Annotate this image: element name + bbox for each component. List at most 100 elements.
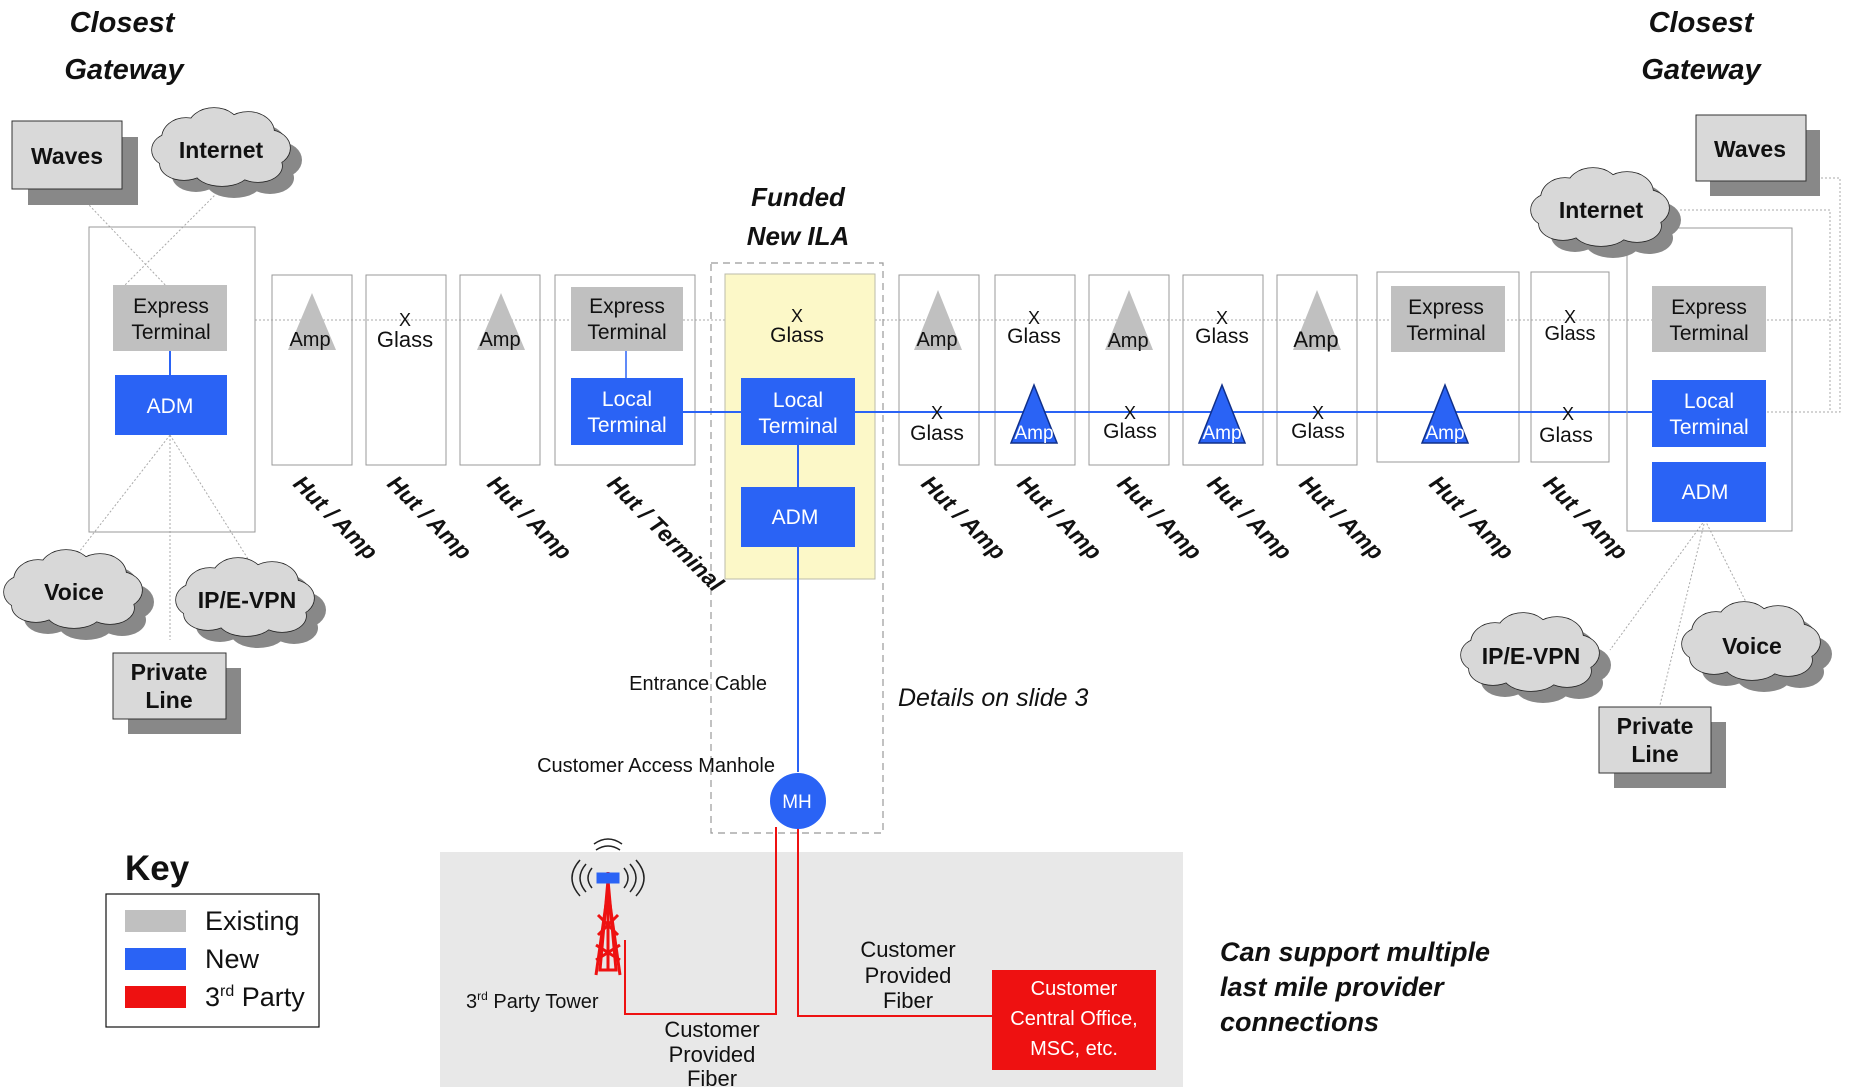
left-express-label-1: Express — [133, 295, 209, 318]
ila-local-terminal — [741, 378, 855, 445]
fiber-b-label-2: Provided — [865, 963, 952, 988]
glass-label-6: Glass — [1291, 420, 1345, 443]
ila-adm-label: ADM — [772, 506, 819, 529]
hut4-express-label-2: Terminal — [587, 321, 666, 344]
left-ipvpn-label: IP/E-VPN — [198, 587, 296, 613]
glass-label-8: Glass — [1539, 424, 1593, 447]
key-title: Key — [125, 849, 190, 888]
amp-existing-2 — [477, 293, 525, 350]
funded-title-1: Funded — [751, 182, 846, 212]
left-ipvpn-cloud: IP/E-VPN — [175, 557, 326, 648]
glass-x-6: X — [1312, 403, 1324, 423]
left-adm — [115, 375, 227, 435]
right-internet-label: Internet — [1559, 197, 1644, 223]
hut-label-6: Hut / Amp — [1012, 470, 1107, 565]
key-third-party-label: 3rd Party — [205, 982, 305, 1012]
ila-local-label-1: Local — [773, 389, 823, 412]
hut-labels: Hut / Amp Hut / Amp Hut / Amp Hut / Term… — [288, 470, 1633, 597]
right-waves-box: Waves — [1695, 114, 1820, 196]
right-adm — [1652, 462, 1766, 522]
co-label-3: MSC, etc. — [1030, 1038, 1118, 1060]
right-local-label-1: Local — [1684, 390, 1734, 413]
fiber-b-label-3: Fiber — [883, 988, 933, 1013]
glass-x-5: X — [1216, 308, 1228, 328]
left-private-label-2: Line — [145, 687, 192, 713]
amp-label-4: Amp — [1107, 330, 1148, 352]
left-adm-label: ADM — [147, 395, 194, 418]
left-voice-cloud: Voice — [3, 549, 154, 640]
hut-boxes — [271, 271, 1610, 466]
ila-adm — [741, 487, 855, 547]
left-voice-label: Voice — [44, 579, 104, 605]
hut4-express-terminal — [571, 287, 683, 351]
hut-label-5: Hut / Amp — [916, 470, 1011, 565]
right-internet-cloud: Internet — [1530, 167, 1681, 258]
manhole-text: MH — [782, 792, 812, 813]
left-waves-box: Waves — [11, 120, 138, 205]
right-express-terminal — [1652, 286, 1766, 352]
amp-label-1: Amp — [289, 329, 330, 351]
details-label: Details on slide 3 — [898, 684, 1088, 712]
tower-label: 3rd Party Tower — [466, 989, 599, 1013]
left-waves-label: Waves — [31, 143, 103, 169]
key-new-label: New — [205, 944, 260, 974]
amp-label-3: Amp — [916, 329, 957, 351]
glass-label-4: Glass — [1103, 420, 1157, 443]
glass-x-8: X — [1562, 404, 1574, 424]
ila-glass-x: X — [791, 306, 803, 326]
hut4-local-label-2: Terminal — [587, 414, 666, 437]
fiber-a-label-1: Customer — [664, 1017, 759, 1042]
tower-signal-icon — [571, 838, 645, 897]
hut4-express-label-1: Express — [589, 295, 665, 318]
right-gateway-title-2: Gateway — [1641, 54, 1762, 86]
hut-label-4: Hut / Terminal — [602, 470, 729, 597]
glass-x-1: X — [399, 310, 411, 330]
fiber-b-label-1: Customer — [860, 937, 955, 962]
left-express-terminal — [113, 285, 227, 351]
fiber-a-label-3: Fiber — [687, 1066, 737, 1087]
amp-existing-5 — [1293, 290, 1341, 350]
third-party-fiber — [624, 827, 992, 1017]
fiber-a-label-2: Provided — [669, 1042, 756, 1067]
amp-existing-1 — [288, 293, 336, 350]
ila-glass-label: Glass — [770, 324, 824, 347]
hut-label-11: Hut / Amp — [1538, 470, 1633, 565]
co-label-1: Customer — [1031, 978, 1118, 1000]
left-private-line-box: Private Line — [112, 652, 241, 734]
right-adm-label: ADM — [1682, 481, 1729, 504]
right-gateway-title-1: Closest — [1649, 7, 1755, 39]
right-ipvpn-cloud: IP/E-VPN — [1460, 612, 1611, 703]
support-note-2: last mile provider — [1220, 972, 1445, 1002]
glass-label-7: Glass — [1544, 323, 1595, 345]
support-note-1: Can support multiple — [1220, 937, 1490, 967]
glass-label-3: Glass — [1007, 325, 1061, 348]
tower-icon — [594, 872, 622, 976]
amp-new-label-3: Amp — [1425, 423, 1464, 444]
amp-label-5: Amp — [1293, 327, 1338, 352]
glass-x-3: X — [1028, 308, 1040, 328]
hut10-express-label-1: Express — [1408, 296, 1484, 319]
left-private-label-1: Private — [131, 659, 208, 685]
hut10-express-terminal — [1391, 286, 1505, 352]
glass-x-4: X — [1124, 403, 1136, 423]
amp-new-3 — [1420, 382, 1470, 444]
right-express-label-2: Terminal — [1669, 322, 1748, 345]
left-internet-label: Internet — [179, 137, 264, 163]
right-gateway-site — [1626, 227, 1793, 532]
hut10-express-label-2: Terminal — [1406, 322, 1485, 345]
entrance-cable-label: Entrance Cable — [629, 673, 767, 695]
hut-label-10: Hut / Amp — [1424, 470, 1519, 565]
right-private-label-1: Private — [1617, 713, 1694, 739]
hut-label-1: Hut / Amp — [288, 470, 383, 565]
amp-existing-3 — [914, 290, 962, 350]
key-swatch-existing — [125, 910, 186, 932]
amp-new-label-1: Amp — [1014, 423, 1053, 444]
hut4-local-label-1: Local — [602, 388, 652, 411]
glass-label-2: Glass — [910, 422, 964, 445]
amp-label-2: Amp — [479, 329, 520, 351]
key-existing-label: Existing — [205, 906, 300, 936]
right-private-line-box: Private Line — [1598, 706, 1726, 788]
right-private-label-2: Line — [1631, 741, 1678, 767]
funded-title-2: New ILA — [747, 221, 850, 251]
left-gateway-title-1: Closest — [70, 7, 176, 39]
